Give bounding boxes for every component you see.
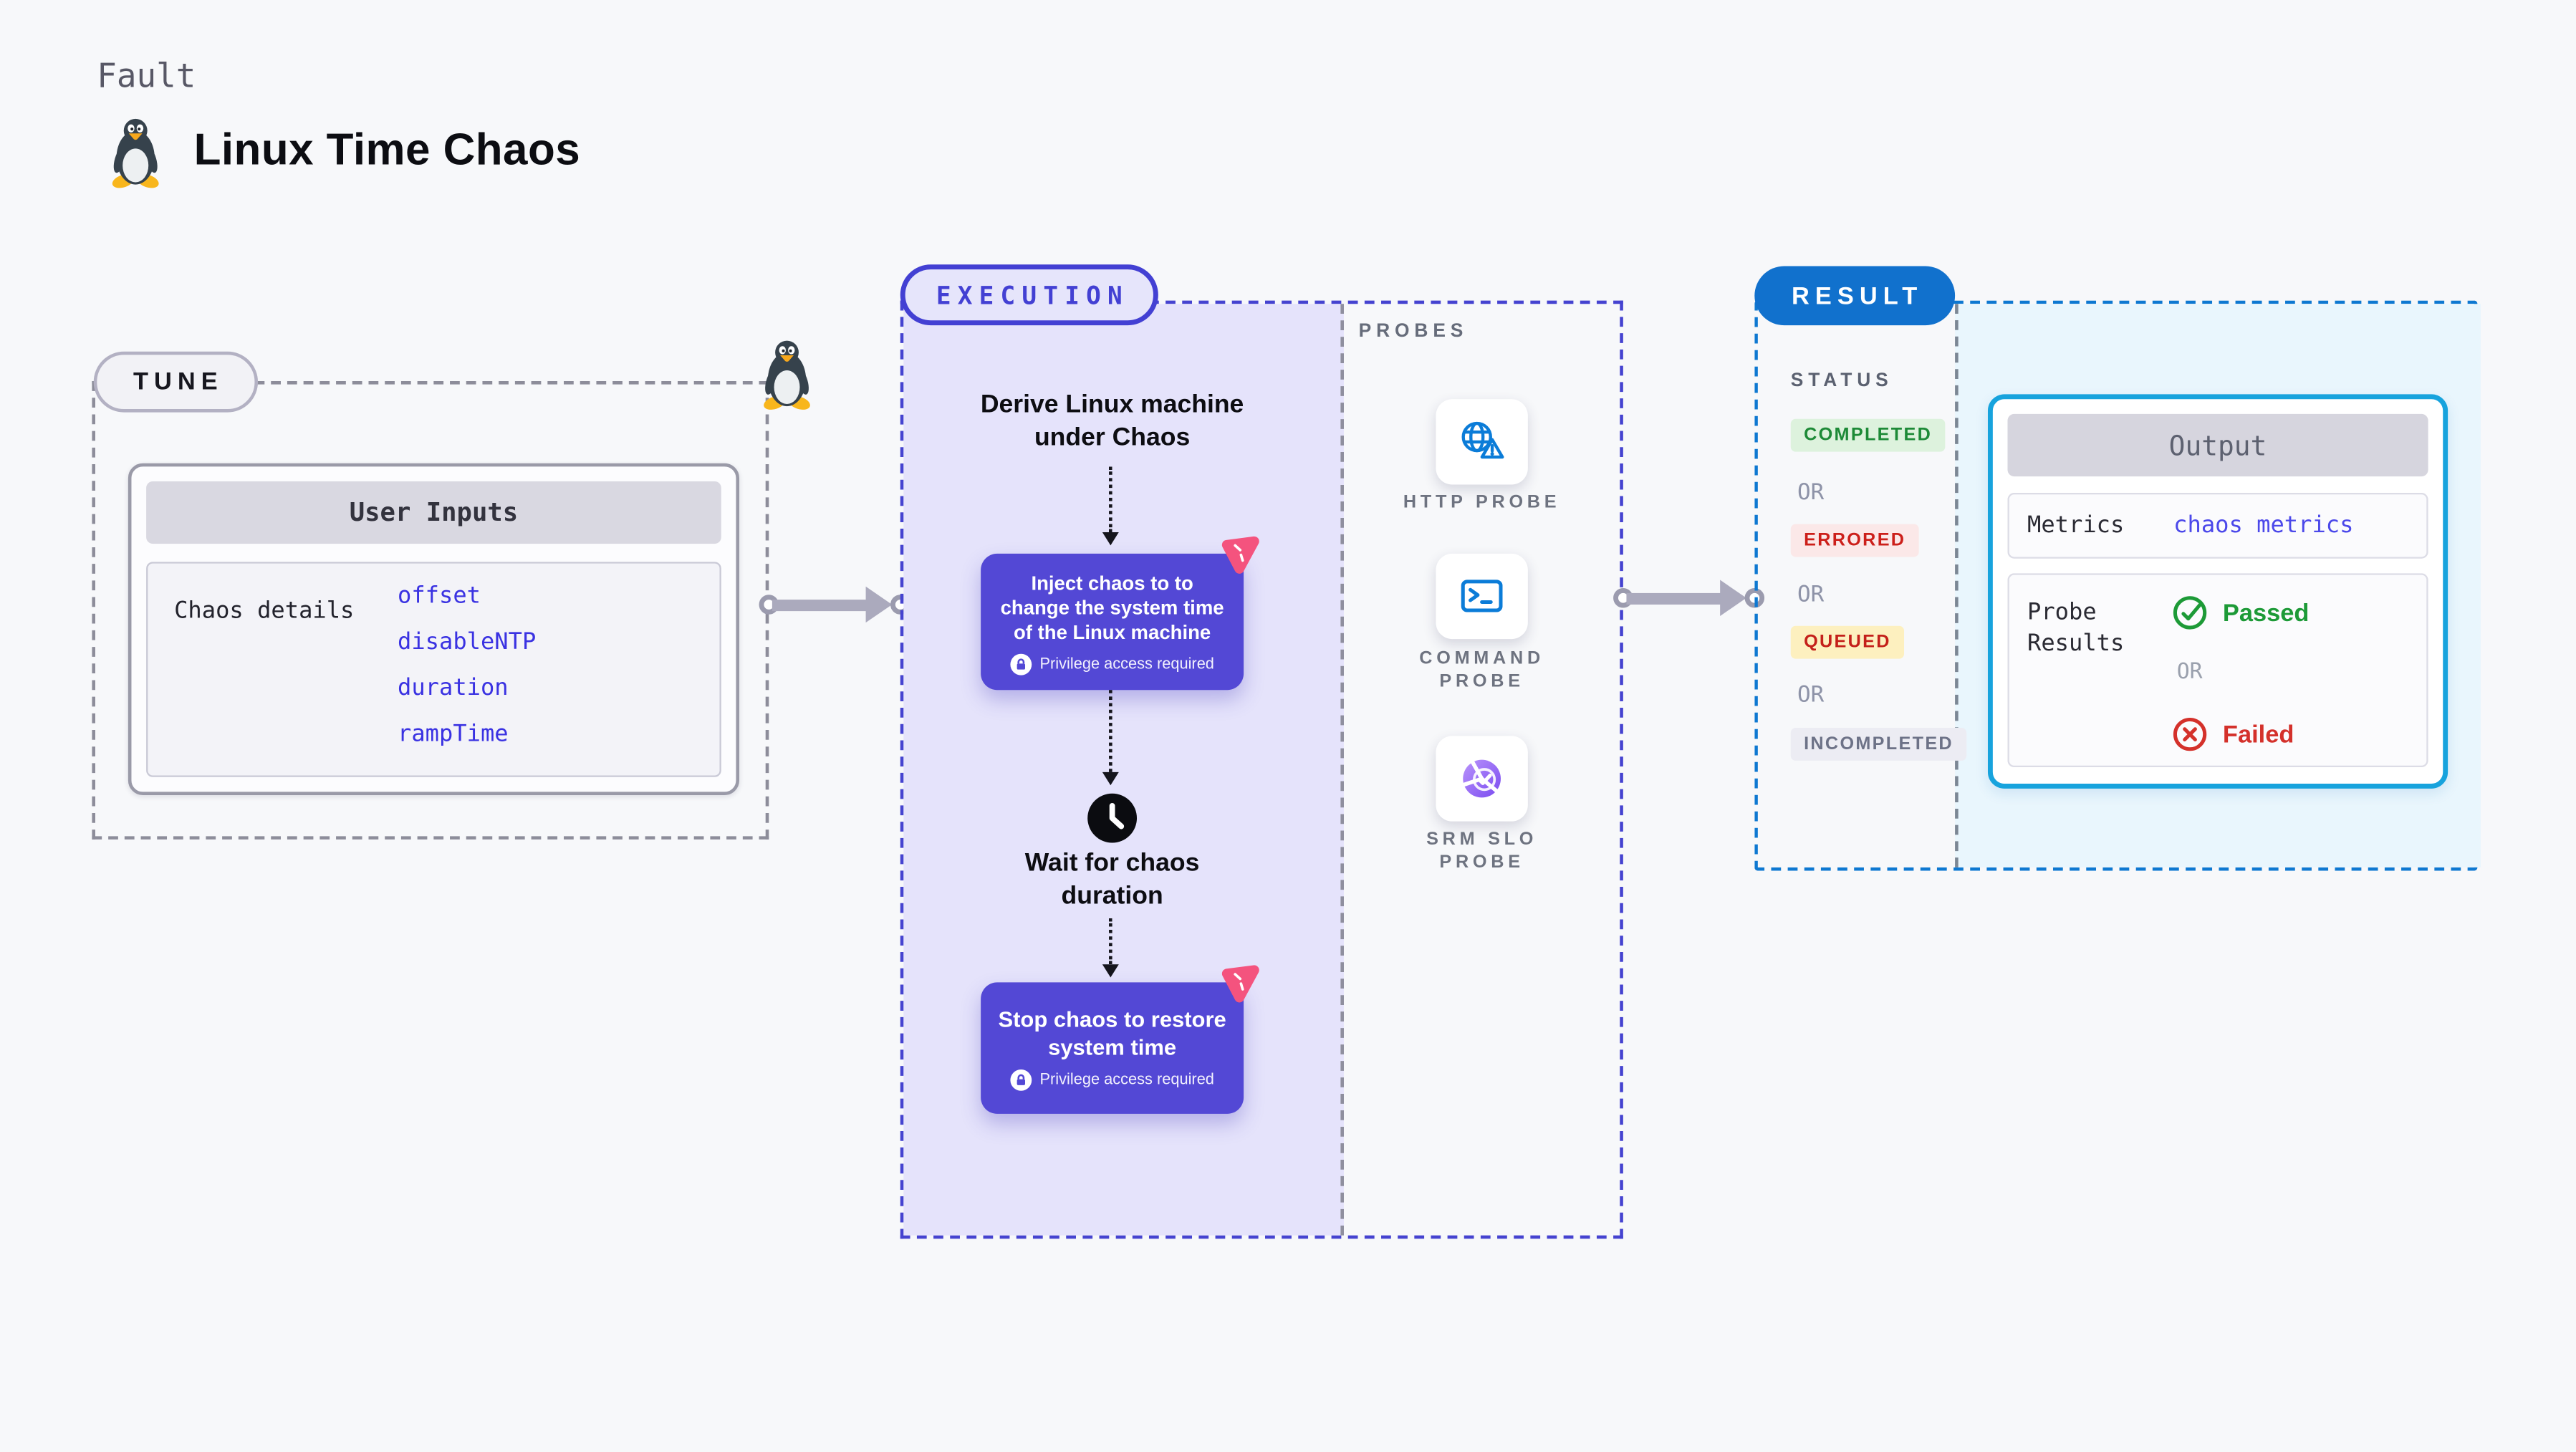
passed-label: Passed <box>2222 598 2310 627</box>
chaos-details-label: Chaos details <box>174 597 355 625</box>
flow-arrow-line-1 <box>1109 466 1112 533</box>
inject-chaos-card: Inject chaos to to change the system tim… <box>981 536 1259 691</box>
tux-penguin-icon <box>102 113 169 191</box>
connector-arrowhead-tune-exec <box>865 586 893 623</box>
tune-pill: TUNE <box>93 351 259 413</box>
lock-icon <box>1010 1069 1032 1091</box>
failed-label: Failed <box>2222 720 2294 749</box>
flow-arrow-head-1 <box>1102 532 1119 546</box>
flow-arrow-line-2 <box>1109 690 1112 772</box>
privilege-row: Privilege access required <box>994 653 1230 675</box>
status-label: STATUS <box>1790 371 1893 391</box>
privilege-text: Privilege access required <box>1039 1071 1214 1090</box>
globe-alert-icon <box>1461 421 1504 459</box>
stop-chaos-text: Stop chaos to restore system time <box>998 1006 1226 1060</box>
chaos-metrics-link[interactable]: chaos metrics <box>2173 512 2354 539</box>
passed-row: Passed <box>2172 595 2310 630</box>
http-probe-card[interactable] <box>1436 399 1528 485</box>
or-separator: OR <box>2176 660 2203 686</box>
flow-arrow-line-3 <box>1109 918 1112 965</box>
srm-slo-probe-card[interactable] <box>1436 736 1528 822</box>
page-title: Linux Time Chaos <box>193 125 581 175</box>
or-separator: OR <box>1797 479 1825 506</box>
connector-line-tune-exec <box>772 600 868 610</box>
metrics-label: Metrics <box>2027 512 2125 539</box>
status-badge-incompleted: INCOMPLETED <box>1790 727 1967 761</box>
probes-section-label: PROBES <box>1358 322 1469 342</box>
probe-results-label: Probe Results <box>2027 600 2125 658</box>
flow-arrow-head-3 <box>1102 964 1119 978</box>
user-inputs-card: User Inputs Chaos details offset disable… <box>128 463 740 795</box>
output-card: Output Metrics chaos metrics Probe Resul… <box>1987 394 2448 789</box>
execution-pill: EXECUTION <box>900 264 1158 326</box>
or-separator: OR <box>1797 581 1825 608</box>
metrics-row: Metrics chaos metrics <box>2007 493 2428 559</box>
probe-results-row: Probe Results Passed OR Failed <box>2007 573 2428 768</box>
command-probe-card[interactable] <box>1436 553 1528 640</box>
srm-slo-probe-label: SRM SLO PROBE <box>1426 830 1538 872</box>
param-link-ramptime[interactable]: rampTime <box>397 721 509 748</box>
x-circle-icon <box>2173 717 2207 751</box>
fault-eyebrow: Fault <box>97 55 196 96</box>
slo-chart-icon <box>1462 759 1501 798</box>
flow-arrow-head-2 <box>1102 771 1119 786</box>
or-separator: OR <box>1797 681 1825 708</box>
connector-arrowhead-probes-result <box>1720 580 1746 617</box>
derive-step-text: Derive Linux machine under Chaos <box>980 390 1244 451</box>
status-badge-queued: QUEUED <box>1790 625 1905 659</box>
param-link-offset[interactable]: offset <box>397 583 481 610</box>
wait-step-text: Wait for chaos duration <box>1024 849 1200 910</box>
command-probe-label: COMMAND PROBE <box>1419 648 1544 691</box>
clock-icon <box>1087 793 1138 843</box>
failed-row: Failed <box>2172 716 2294 752</box>
inject-chaos-text: Inject chaos to to change the system tim… <box>1000 572 1224 645</box>
chaos-params-list: offset disableNTP duration rampTime <box>398 582 536 751</box>
status-badge-errored: ERRORED <box>1790 524 1919 557</box>
output-title: Output <box>2007 413 2428 477</box>
terminal-icon <box>1461 580 1503 612</box>
lock-icon <box>1010 653 1032 675</box>
http-probe-label: HTTP PROBE <box>1403 493 1561 513</box>
privilege-row: Privilege access required <box>994 1069 1230 1091</box>
param-link-duration[interactable]: duration <box>397 675 509 702</box>
user-inputs-body: Chaos details offset disableNTP duration… <box>146 562 721 777</box>
stop-chaos-card: Stop chaos to restore system time Privil… <box>981 965 1259 1114</box>
tux-penguin-small-icon <box>752 337 821 410</box>
connector-line-probes-result <box>1626 592 1722 604</box>
chaos-hub-icon <box>1221 965 1259 1003</box>
status-badge-completed: COMPLETED <box>1790 418 1946 452</box>
check-circle-icon <box>2173 596 2207 630</box>
chaos-hub-icon <box>1221 536 1259 574</box>
result-pill: RESULT <box>1754 266 1956 326</box>
privilege-text: Privilege access required <box>1039 655 1214 674</box>
param-link-disablentp[interactable]: disableNTP <box>397 629 537 656</box>
user-inputs-title: User Inputs <box>146 481 721 544</box>
